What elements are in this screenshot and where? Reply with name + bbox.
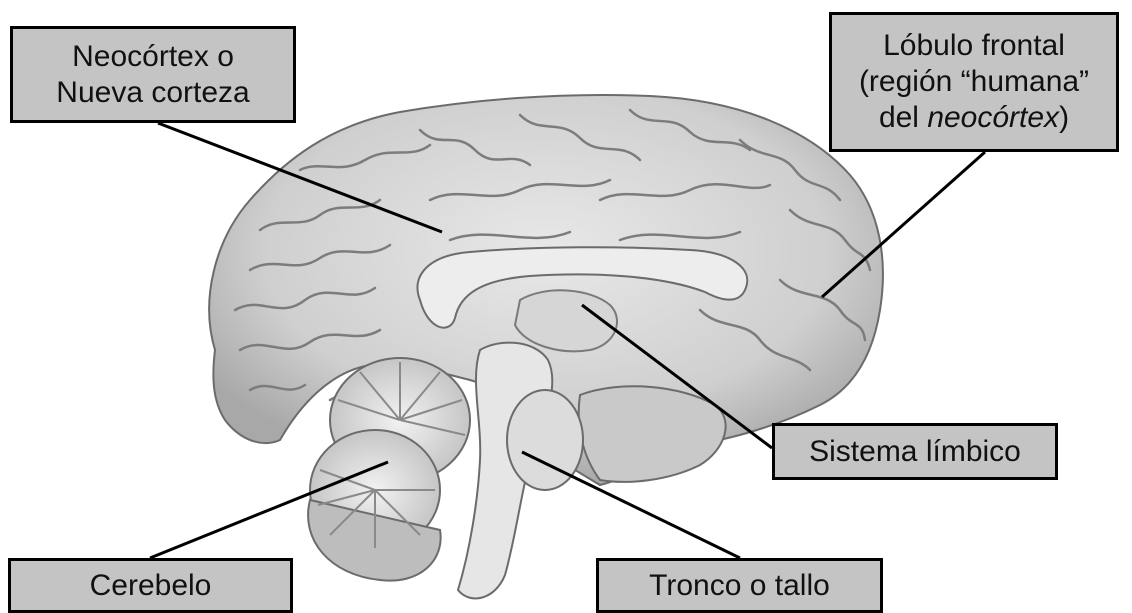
temporal-lobe [579, 386, 726, 482]
label-neocortex-line1: Neocórtex o [72, 39, 234, 75]
label-frontal-line3-suffix: ) [1059, 101, 1069, 134]
label-frontal-line3-prefix: del [879, 101, 927, 134]
label-frontal-line3: del neocórtex) [879, 100, 1069, 136]
label-frontal-line1: Lóbulo frontal [883, 28, 1065, 64]
cerebellum-shape [308, 358, 470, 581]
label-brainstem: Tronco o tallo [596, 558, 883, 613]
label-frontal-line3-italic: neocórtex [927, 101, 1059, 134]
label-neocortex-line2: Nueva corteza [56, 75, 249, 111]
label-cerebelo-text: Cerebelo [90, 568, 212, 604]
label-tronco-text: Tronco o tallo [649, 568, 830, 604]
label-limbico-text: Sistema límbico [809, 434, 1021, 470]
label-neocortex: Neocórtex o Nueva corteza [10, 26, 296, 123]
label-cerebellum: Cerebelo [8, 558, 293, 613]
label-frontal-line2: (región “humana” [859, 64, 1089, 100]
label-limbic-system: Sistema límbico [772, 423, 1058, 480]
label-frontal-lobe: Lóbulo frontal (región “humana” del neoc… [829, 12, 1119, 152]
